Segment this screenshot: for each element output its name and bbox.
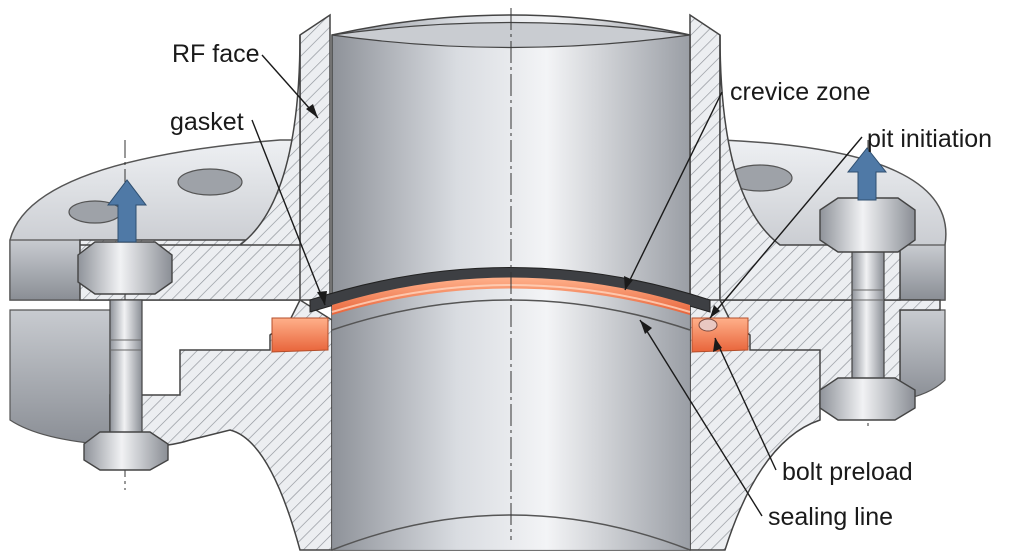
bolt-right <box>819 140 916 430</box>
crevice-pocket-left <box>271 317 329 353</box>
label-sealing-line: sealing line <box>768 503 894 531</box>
pit-mark <box>698 318 718 332</box>
label-bolt-preload: bolt preload <box>782 458 913 486</box>
label-rf-face: RF face <box>172 40 260 68</box>
flange-rims <box>9 239 946 446</box>
leader-arrowheads <box>306 104 722 352</box>
label-gasket: gasket <box>170 108 244 136</box>
bolt-preload-arrow-right <box>846 147 888 201</box>
label-crevice-zone: crevice zone <box>730 78 871 106</box>
bolt-left <box>77 140 173 490</box>
leader-lines <box>251 54 863 517</box>
bolt-preload-arrow-left <box>106 179 148 243</box>
label-pit-initiation: pit initiation <box>867 125 993 153</box>
